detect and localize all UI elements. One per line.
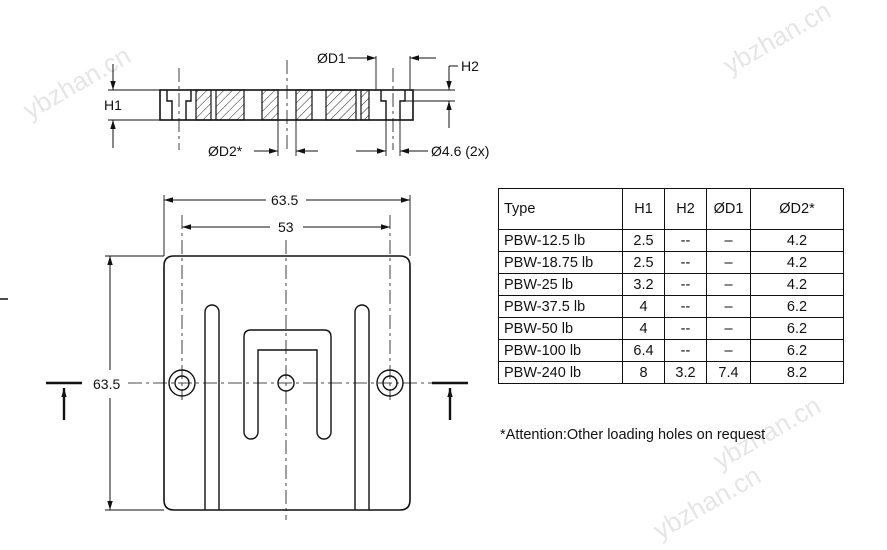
section-hatch-3 (261, 89, 279, 121)
cell-type: PBW-240 lb (498, 361, 623, 384)
plate-outline (163, 255, 411, 511)
cell-h2: -- (664, 317, 707, 340)
counterbore-left (166, 90, 192, 120)
counterbore-right (380, 90, 406, 120)
label-width-outer: 63.5 (271, 192, 298, 208)
watermark-4: ybzhan.cn (648, 460, 766, 545)
cell-d1: – (706, 295, 751, 318)
slot-right (354, 304, 370, 510)
section-hatch-5 (325, 89, 357, 121)
cell-h1: 8 (622, 361, 665, 384)
watermark-2: ybzhan.cn (718, 0, 836, 80)
spec-table: Type H1 H2 ØD1 ØD2* PBW-12.5 lb 2.5 -- –… (498, 188, 844, 384)
cell-d2: 4.2 (750, 273, 844, 296)
section-marker-right (432, 381, 468, 420)
section-view (108, 55, 458, 156)
cell-d1: 7.4 (706, 361, 751, 384)
cell-d1: – (706, 317, 751, 340)
cell-h1: 2.5 (622, 251, 665, 274)
cell-d1: – (706, 273, 751, 296)
label-d1: ØD1 (317, 50, 346, 66)
cell-d1: – (706, 251, 751, 274)
cell-d2: 4.2 (750, 251, 844, 274)
table-row: PBW-50 lb 4 -- – 6.2 (498, 317, 844, 340)
cell-d1: – (706, 339, 751, 362)
cell-h2: -- (664, 251, 707, 274)
cell-d2: 4.2 (750, 229, 844, 252)
cell-type: PBW-100 lb (498, 339, 623, 362)
cell-h2: -- (664, 229, 707, 252)
cell-d2: 6.2 (750, 317, 844, 340)
header-type: Type (498, 188, 623, 230)
cell-h2: 3.2 (664, 361, 707, 384)
cell-d2: 6.2 (750, 339, 844, 362)
section-marker-left (46, 381, 82, 420)
label-h1: H1 (104, 97, 122, 113)
section-hatch-1 (195, 89, 212, 121)
header-h2: H2 (664, 188, 707, 230)
table-row: PBW-12.5 lb 2.5 -- – 4.2 (498, 229, 844, 252)
section-hatch-2 (215, 89, 245, 121)
attention-note: *Attention:Other loading holes on reques… (500, 427, 766, 443)
slot-left (204, 304, 220, 510)
label-hole: Ø4.6 (2x) (431, 143, 489, 159)
cell-type: PBW-37.5 lb (498, 295, 623, 318)
table-row: PBW-25 lb 3.2 -- – 4.2 (498, 273, 844, 296)
cell-d1: – (706, 229, 751, 252)
table-header-row: Type H1 H2 ØD1 ØD2* (498, 188, 844, 230)
cell-type: PBW-12.5 lb (498, 229, 623, 252)
cell-h2: -- (664, 273, 707, 296)
cell-h2: -- (664, 295, 707, 318)
header-d2: ØD2* (750, 188, 844, 230)
section-hatch-4 (295, 89, 313, 121)
section-outline (159, 89, 414, 121)
cell-type: PBW-25 lb (498, 273, 623, 296)
header-h1: H1 (622, 188, 665, 230)
cell-type: PBW-18.75 lb (498, 251, 623, 274)
cell-h2: -- (664, 339, 707, 362)
label-height: 63.5 (93, 376, 120, 392)
cell-type: PBW-50 lb (498, 317, 623, 340)
label-d2: ØD2* (208, 143, 243, 159)
table-row: PBW-100 lb 6.4 -- – 6.2 (498, 339, 844, 362)
cell-d2: 8.2 (750, 361, 844, 384)
cell-h1: 6.4 (622, 339, 665, 362)
table-row: PBW-240 lb 8 3.2 7.4 8.2 (498, 361, 844, 384)
cell-h1: 3.2 (622, 273, 665, 296)
section-hatch-6 (360, 89, 370, 121)
plan-view (0, 195, 468, 520)
table-row: PBW-37.5 lb 4 -- – 6.2 (498, 295, 844, 318)
cell-h1: 2.5 (622, 229, 665, 252)
cell-h1: 4 (622, 317, 665, 340)
label-h2: H2 (461, 58, 479, 74)
u-cut (243, 329, 332, 440)
table-row: PBW-18.75 lb 2.5 -- – 4.2 (498, 251, 844, 274)
label-width-inner: 53 (278, 219, 294, 235)
cell-d2: 6.2 (750, 295, 844, 318)
cell-h1: 4 (622, 295, 665, 318)
header-d1: ØD1 (706, 188, 751, 230)
